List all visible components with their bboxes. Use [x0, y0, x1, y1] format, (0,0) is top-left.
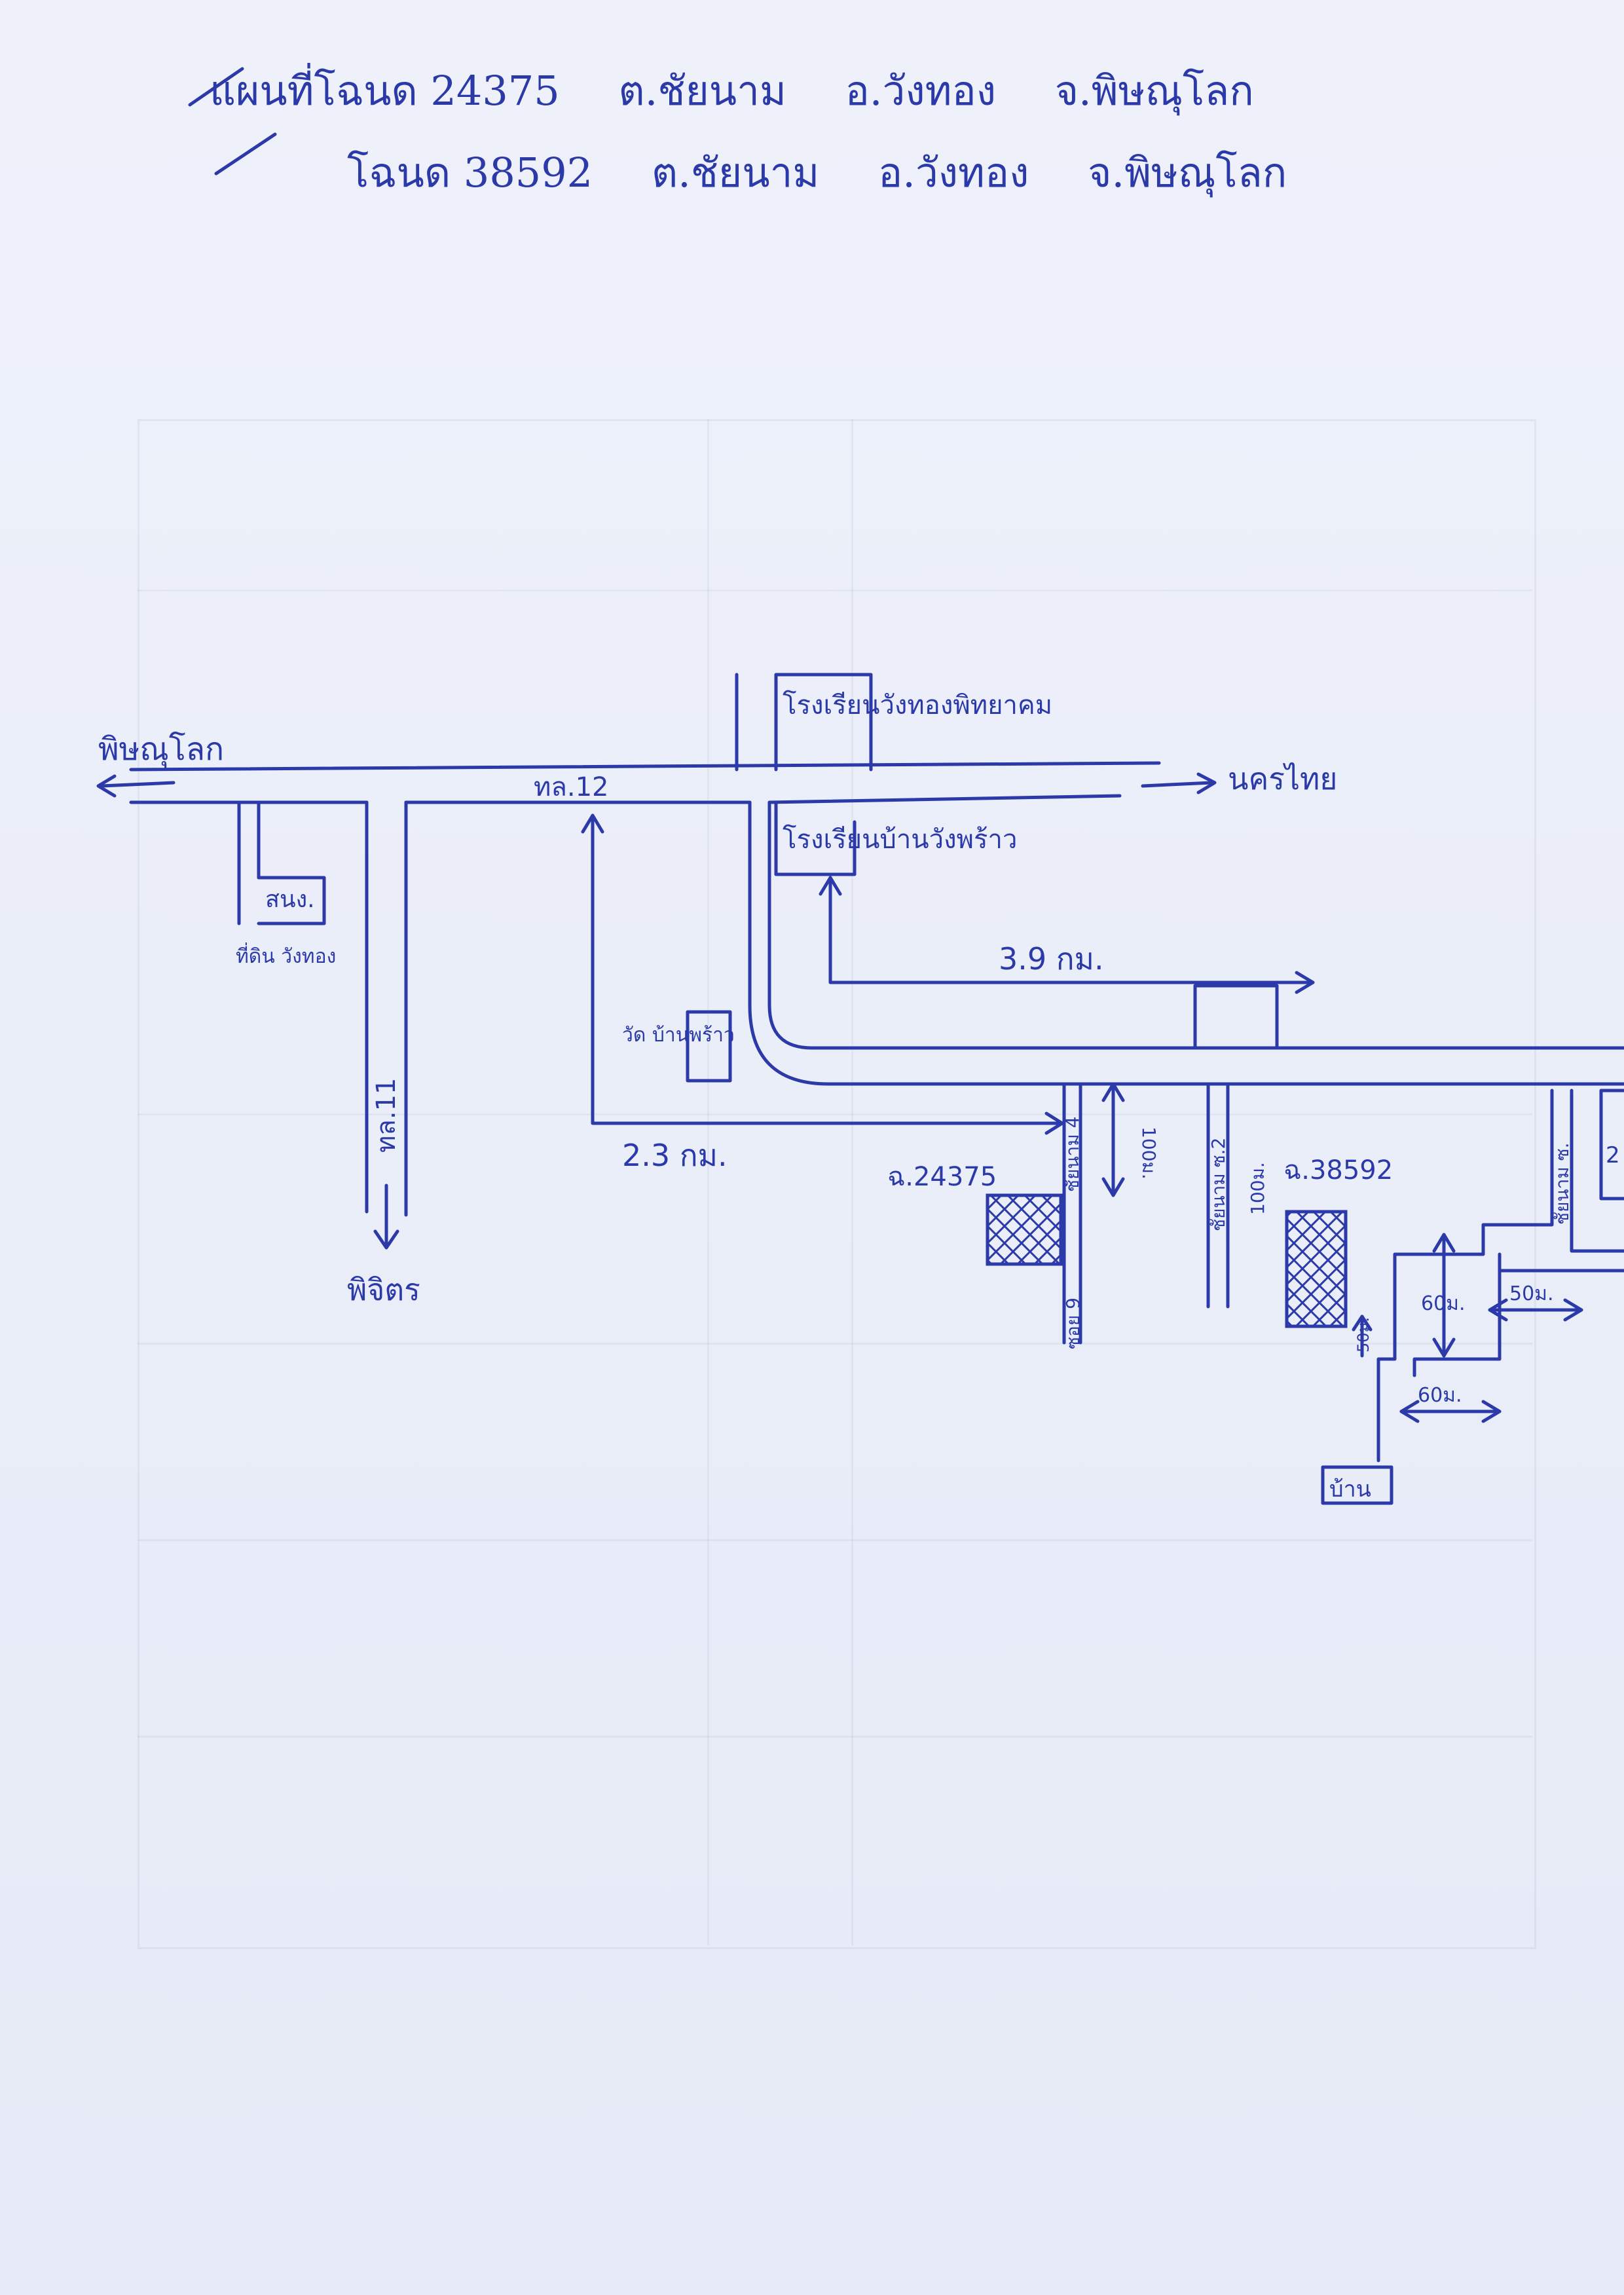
soi-3-branch-2 [1412, 1269, 1502, 1377]
main-road-south-edge-east [767, 794, 1122, 804]
secondary-road-outer [748, 800, 1624, 1086]
ghost-line [138, 1113, 1532, 1115]
soi-3-path [1376, 1089, 1554, 1463]
ghost-line [707, 419, 709, 1945]
label-plot-2: ฉ.38592 [1283, 1155, 1393, 1185]
route-2-3km-arrow-right [1044, 1111, 1064, 1135]
title-2-province: จ.พิษณุโลก [1088, 149, 1287, 196]
label-dim-60m: 60ม. [1421, 1292, 1466, 1315]
label-soi-1: ชัยนาม 4 [1061, 1117, 1083, 1192]
label-soi-3: ชัยนาม ซ. [1551, 1142, 1573, 1225]
label-dest-south: พิจิตร [347, 1272, 420, 1307]
ghost-line [138, 1343, 1532, 1345]
title-line-2: โฉนด 38592 ต.ชัยนาม อ.วังทอง จ.พิษณุโลก [347, 141, 1333, 205]
plot-38592-hatch [1285, 1210, 1348, 1328]
title-1-deed: แผนที่โฉนด 24375 [210, 67, 560, 115]
small-plot [1193, 984, 1279, 1050]
ghost-form [138, 419, 1536, 1949]
label-school-north: โรงเรียนวังทองพิทยาคม [783, 690, 1052, 720]
label-plot-1: ฉ.24375 [887, 1162, 997, 1192]
arrow-south-head [373, 1229, 399, 1250]
ghost-line [851, 419, 853, 1945]
staple-mark [188, 67, 244, 107]
label-dim-100m-a: 100ม. [1138, 1127, 1160, 1180]
label-dist-2: 3.9 กม. [999, 941, 1104, 977]
label-office-sub: ที่ดิน วังทอง [236, 942, 336, 968]
ghost-line [138, 1539, 1532, 1541]
soi-3-branch [1498, 1252, 1624, 1273]
arrow-west [100, 781, 175, 788]
title-2-deed: โฉนด 38592 [347, 149, 593, 196]
title-2-subdistrict: ต.ชัยนาม [651, 149, 820, 196]
label-road-main: ทล.12 [534, 772, 609, 802]
label-temple: วัด บ้านพร้าว [622, 1024, 735, 1047]
label-dim-100m-b: 100ม. [1247, 1162, 1268, 1215]
route-2-3km [591, 813, 1060, 1125]
label-dist-1: 2.3 กม. [622, 1138, 728, 1173]
label-dest-west: พิษณุโลก [98, 731, 224, 768]
house-box [1321, 1465, 1393, 1505]
plot-24375-hatch [986, 1193, 1063, 1266]
label-edge: 2 [1606, 1142, 1620, 1168]
label-house: บ้าน [1329, 1476, 1371, 1502]
office-box [257, 876, 326, 925]
secondary-road-inner [767, 800, 1624, 1050]
ghost-line [138, 1736, 1532, 1738]
dim-60m-arrows [1432, 1233, 1456, 1358]
title-1-subdistrict: ต.ชัยนาม [618, 67, 786, 115]
arrow-east [1141, 781, 1213, 788]
arrow-west-head [96, 774, 117, 798]
label-dim-50m-b: 50ม. [1354, 1317, 1373, 1353]
label-soi-1b: ซอย 9 [1062, 1297, 1084, 1349]
school-north-box [774, 673, 873, 772]
route-3-9km [828, 876, 1312, 984]
title-1-district: อ.วังทอง [845, 67, 996, 115]
title-line-1: แผนที่โฉนด 24375 ต.ชัยนาม อ.วังทอง จ.พิษ… [210, 59, 1300, 123]
label-soi-2: ชัยนาม ซ.2 [1208, 1138, 1229, 1231]
arrow-east-head [1196, 772, 1217, 794]
title-2-district: อ.วังทอง [878, 149, 1029, 196]
soi-3-east [1570, 1089, 1624, 1253]
dim-50m-a-arrows [1488, 1298, 1583, 1322]
label-office: สนง. [265, 886, 315, 913]
route-3-9km-arrow-up [819, 876, 842, 896]
route-2-3km-arrow-up [581, 813, 604, 834]
edge-plot [1599, 1089, 1624, 1201]
dim-60m-b-arrows [1399, 1400, 1502, 1423]
route-3-9km-arrow-right [1295, 971, 1315, 994]
label-dest-east: นครไทย [1228, 761, 1337, 796]
label-dim-60m-b: 60ม. [1418, 1384, 1462, 1407]
label-dim-50m-a: 50ม. [1509, 1282, 1554, 1305]
school-south-box [774, 800, 857, 876]
title-1-province: จ.พิษณุโลก [1054, 67, 1254, 115]
temple-box [686, 1010, 732, 1083]
staple-mark [214, 132, 277, 176]
label-road-side: ทล.11 [371, 1078, 401, 1153]
dim-50m-b-arrow [1352, 1315, 1373, 1332]
label-school-south: โรงเรียนบ้านวังพร้าว [783, 825, 1017, 855]
main-road-north-edge [129, 761, 1161, 772]
ghost-line [138, 589, 1532, 591]
dim-100m-a-arrows [1101, 1082, 1125, 1197]
